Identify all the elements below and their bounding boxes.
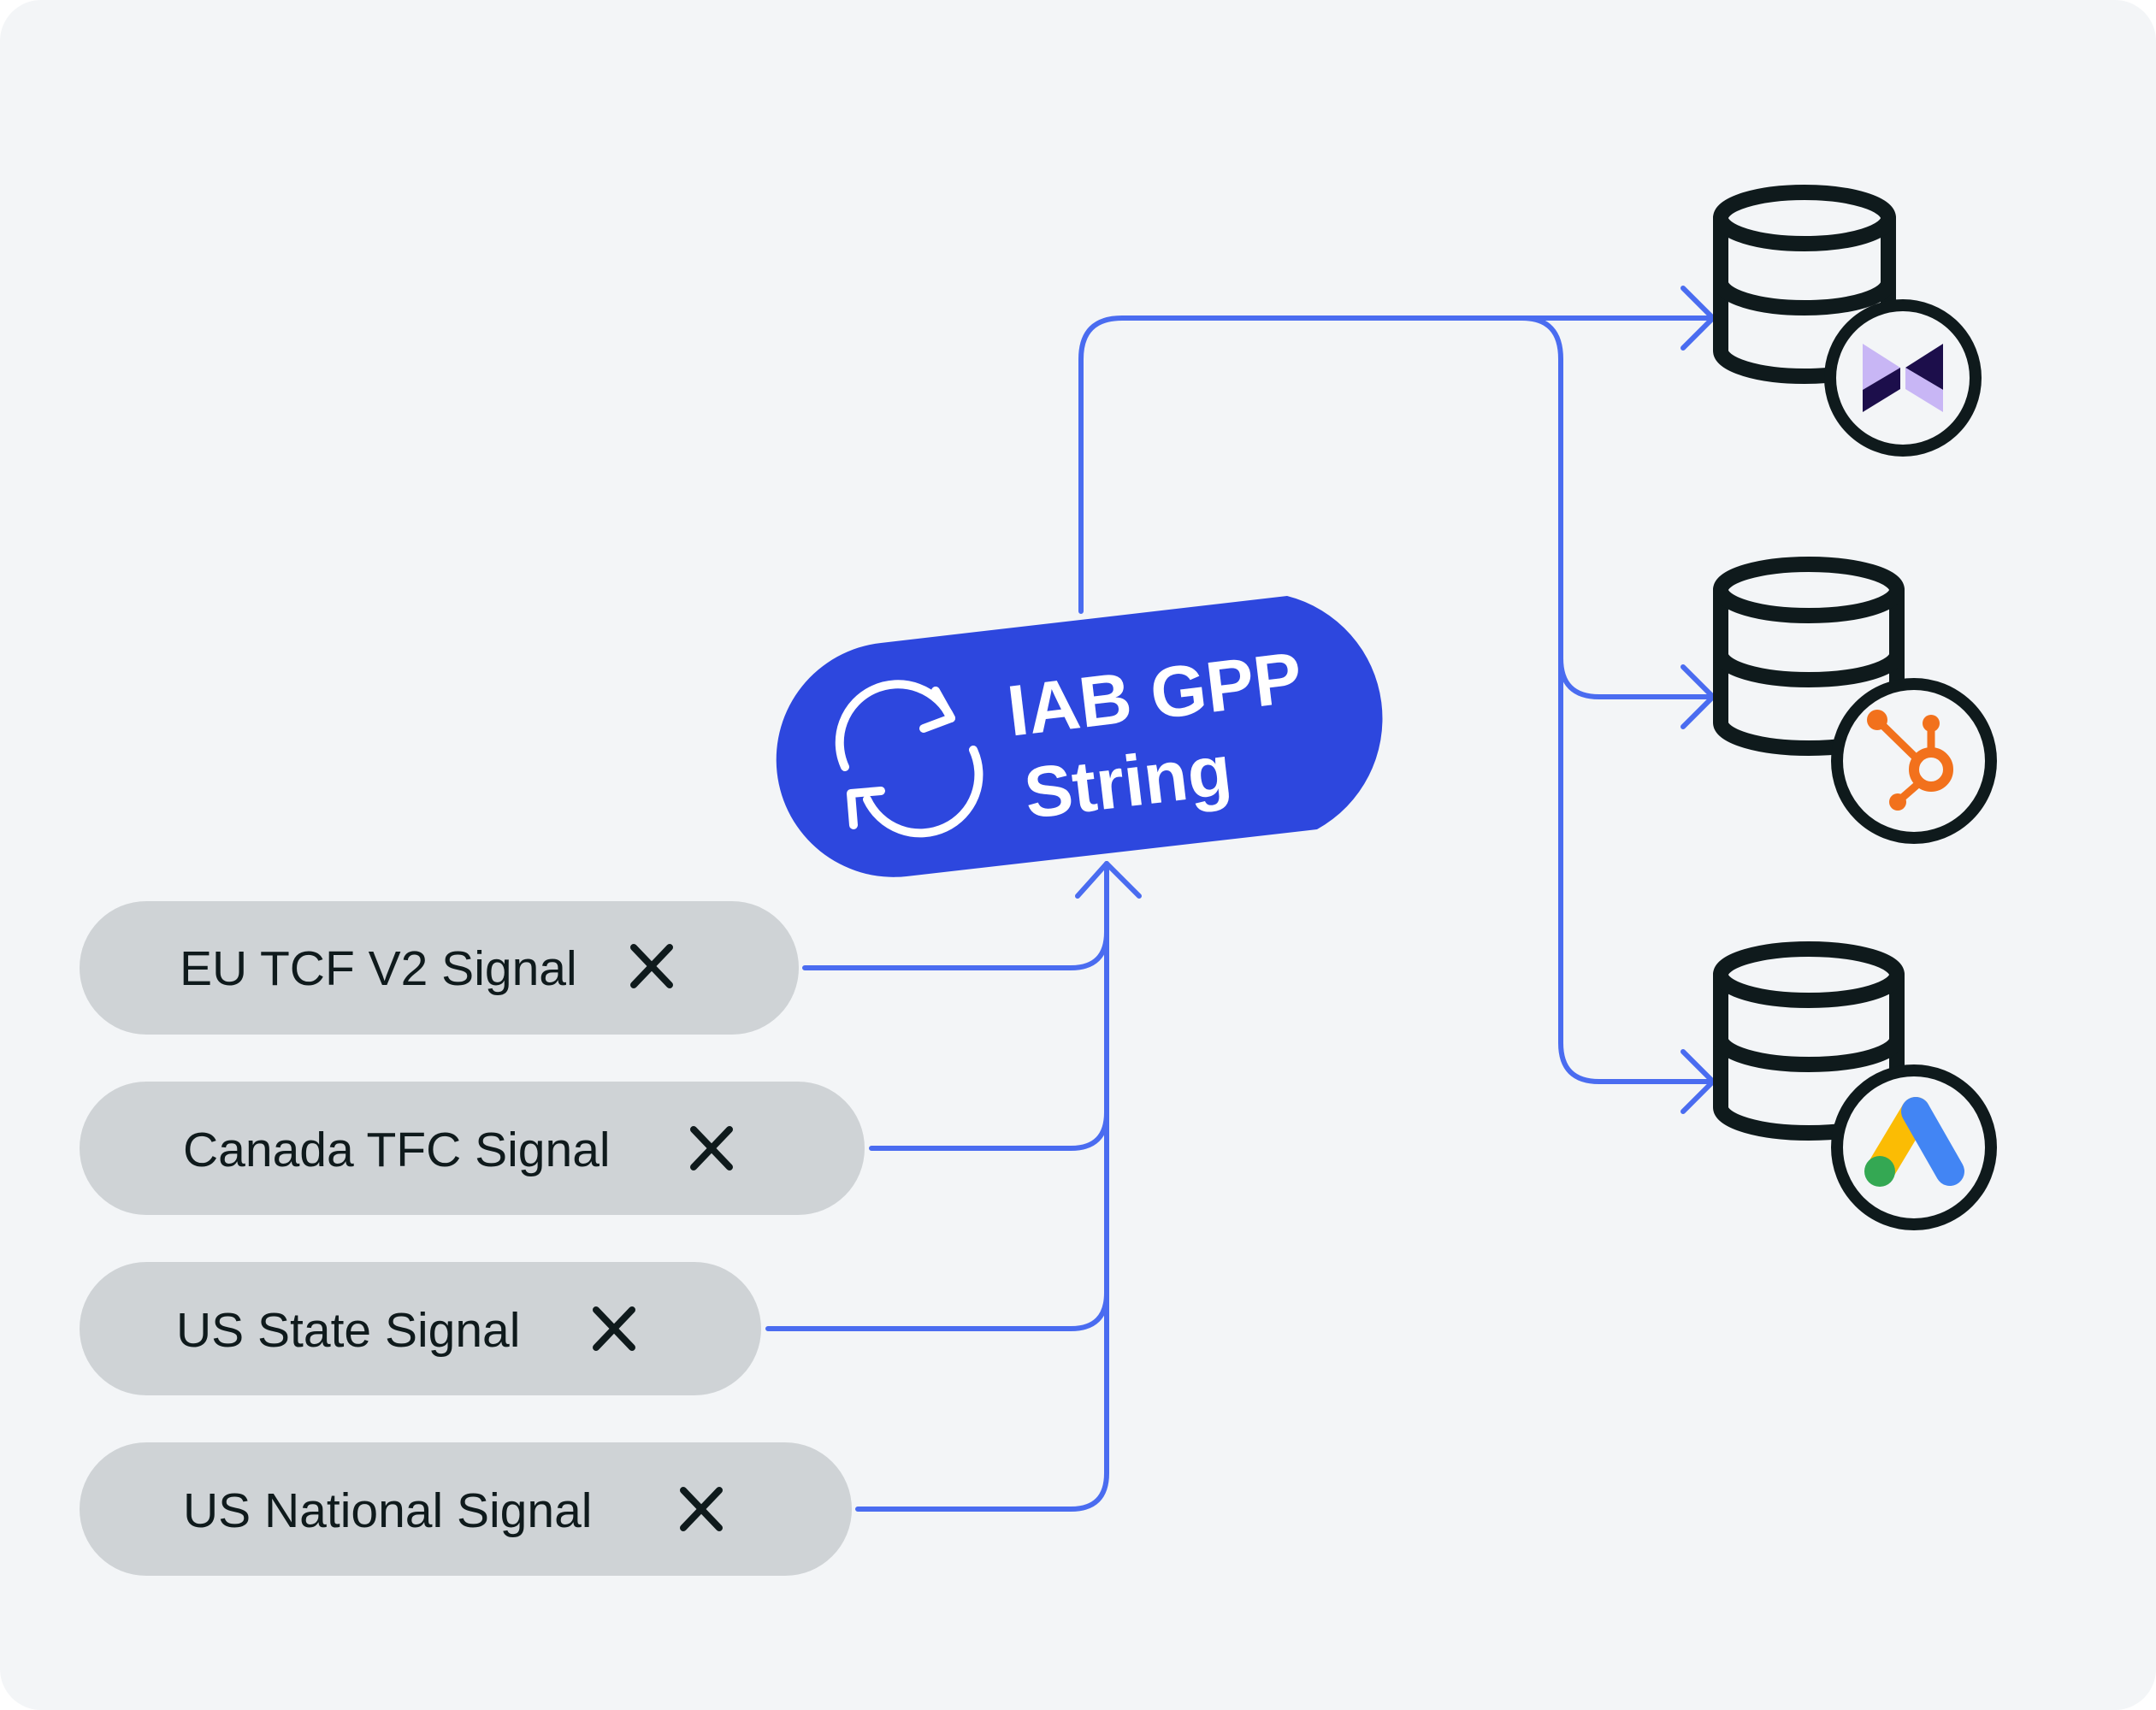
signal-pill-eu-tcf: EU TCF V2 Signal bbox=[80, 901, 799, 1035]
signal-list: EU TCF V2 Signal Canada TFC Signal US St… bbox=[80, 901, 865, 1576]
signal-pill-us-state: US State Signal bbox=[80, 1262, 761, 1395]
close-icon[interactable] bbox=[630, 944, 673, 988]
connector-us-national bbox=[855, 861, 1109, 1512]
destination-mixpanel bbox=[1713, 185, 1982, 457]
signal-pill-canada-tfc: Canada TFC Signal bbox=[80, 1082, 865, 1215]
hub-iab-gpp-string: IAB GPP String bbox=[776, 596, 1383, 877]
signal-label: Canada TFC Signal bbox=[183, 1123, 611, 1177]
destination-google-ads bbox=[1713, 941, 1997, 1230]
google-ads-logo-icon bbox=[1831, 1064, 1997, 1230]
sync-icon bbox=[835, 680, 983, 838]
connector-hub-up bbox=[1078, 315, 1525, 614]
hub-input-arrowhead bbox=[1075, 861, 1142, 899]
signal-label: US National Signal bbox=[183, 1483, 592, 1538]
close-icon[interactable] bbox=[690, 1126, 733, 1170]
signal-label: US State Signal bbox=[176, 1303, 520, 1358]
hubspot-logo-icon bbox=[1831, 678, 1997, 844]
connector-dest-2 bbox=[1558, 656, 1716, 699]
hub-pill bbox=[776, 596, 1383, 877]
signal-label: EU TCF V2 Signal bbox=[180, 941, 577, 996]
mixpanel-logo-icon bbox=[1824, 299, 1982, 457]
signal-pill-us-national: US National Signal bbox=[80, 1442, 852, 1576]
destination-hubspot bbox=[1713, 557, 1997, 844]
connector-trunk bbox=[1520, 315, 1716, 1084]
close-icon[interactable] bbox=[593, 1306, 635, 1351]
close-icon[interactable] bbox=[680, 1487, 723, 1531]
